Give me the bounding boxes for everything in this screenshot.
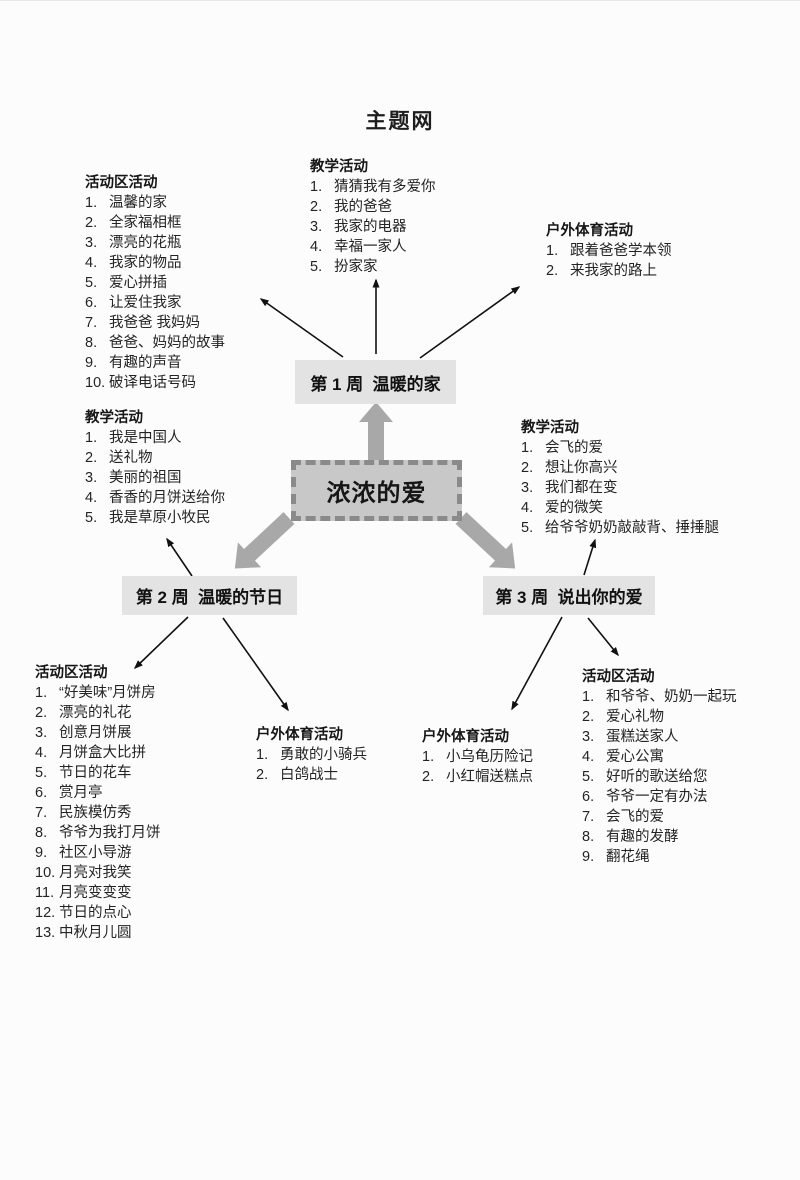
week1-area-activities-list: 活动区活动 温馨的家全家福相框漂亮的花瓶我家的物品爱心拼插让爱住我家我爸爸 我妈…: [85, 173, 225, 393]
list-item: 蛋糕送家人: [582, 727, 679, 747]
week2-outdoor-activities-list: 户外体育活动 勇敢的小骑兵白鸽战士: [256, 725, 367, 785]
list-item: 爱的微笑: [521, 498, 603, 518]
list-item: 月亮变变变: [35, 883, 132, 903]
list-item: 爱心拼插: [85, 273, 167, 293]
list-item: 翻花绳: [582, 847, 650, 867]
list-item: 节日的点心: [35, 903, 132, 923]
list-item: 中秋月儿圆: [35, 923, 132, 943]
list-item: 漂亮的礼花: [35, 703, 132, 723]
list-items: 我是中国人送礼物美丽的祖国香香的月饼送给你我是草原小牧民: [85, 428, 225, 528]
list-item: 赏月亭: [35, 783, 103, 803]
week3-teaching-activities-list: 教学活动 会飞的爱想让你高兴我们都在变爱的微笑给爷爷奶奶敲敲背、捶捶腿: [521, 418, 719, 538]
list-item: 让爱住我家: [85, 293, 182, 313]
list-items: “好美味”月饼房漂亮的礼花创意月饼展月饼盒大比拼节日的花车赏月亭民族模仿秀爷爷为…: [35, 683, 161, 943]
arrow-week3-to-area-list: [587, 617, 619, 657]
list-title: 活动区活动: [85, 175, 158, 191]
list-item: 月饼盒大比拼: [35, 743, 146, 763]
list-item: 节日的花车: [35, 763, 132, 783]
list-item: 小乌龟历险记: [422, 747, 533, 767]
list-items: 和爷爷、奶奶一起玩爱心礼物蛋糕送家人爱心公寓好听的歌送给您爷爷一定有办法会飞的爱…: [582, 687, 737, 867]
week2-area-activities-list: 活动区活动 “好美味”月饼房漂亮的礼花创意月饼展月饼盒大比拼节日的花车赏月亭民族…: [35, 663, 161, 943]
page-title: 主题网: [365, 110, 435, 133]
list-title: 教学活动: [521, 420, 579, 436]
list-item: 小红帽送糕点: [422, 767, 533, 787]
week2-box: 第 2 周 温暖的节日: [122, 576, 297, 615]
arrow-week3-to-teaching-list: [583, 538, 597, 576]
list-item: 会飞的爱: [582, 807, 664, 827]
arrow-week2-to-outdoor-list: [222, 617, 289, 712]
list-title: 户外体育活动: [546, 223, 633, 239]
list-item: 我是草原小牧民: [85, 508, 211, 528]
list-title: 户外体育活动: [422, 729, 509, 745]
list-item: 有趣的发酵: [582, 827, 679, 847]
list-item: 有趣的声音: [85, 353, 182, 373]
block-arrow-center-to-week1: [359, 402, 393, 460]
arrow-week2-to-area-list: [133, 616, 189, 670]
list-item: 我的爸爸: [310, 197, 392, 217]
list-item: 勇敢的小骑兵: [256, 745, 367, 765]
arrow-week2-to-teaching-list: [166, 537, 193, 577]
list-items: 跟着爸爸学本领来我家的路上: [546, 241, 672, 281]
list-item: 香香的月饼送给你: [85, 488, 225, 508]
list-item: 温馨的家: [85, 193, 167, 213]
arrow-week1-to-outdoor-list: [419, 286, 521, 359]
list-item: 美丽的祖国: [85, 468, 182, 488]
list-title: 活动区活动: [35, 665, 108, 681]
list-item: 好听的歌送给您: [582, 767, 708, 787]
list-item: 全家福相框: [85, 213, 182, 233]
list-item: 我爸爸 我妈妈: [85, 313, 201, 333]
list-item: “好美味”月饼房: [35, 683, 156, 703]
list-item: 破译电话号码: [85, 373, 196, 393]
week3-box: 第 3 周 说出你的爱: [483, 576, 655, 615]
list-item: 幸福一家人: [310, 237, 407, 257]
list-item: 创意月饼展: [35, 723, 132, 743]
list-item: 和爷爷、奶奶一起玩: [582, 687, 737, 707]
list-item: 我们都在变: [521, 478, 618, 498]
list-title: 教学活动: [85, 410, 143, 426]
list-items: 温馨的家全家福相框漂亮的花瓶我家的物品爱心拼插让爱住我家我爸爸 我妈妈爸爸、妈妈…: [85, 193, 225, 393]
list-item: 我家的电器: [310, 217, 407, 237]
list-item: 扮家家: [310, 257, 378, 277]
list-item: 给爷爷奶奶敲敲背、捶捶腿: [521, 518, 719, 538]
list-items: 会飞的爱想让你高兴我们都在变爱的微笑给爷爷奶奶敲敲背、捶捶腿: [521, 438, 719, 538]
week1-teaching-activities-list: 教学活动 猜猜我有多爱你我的爸爸我家的电器幸福一家人扮家家: [310, 157, 436, 277]
list-item: 爷爷一定有办法: [582, 787, 708, 807]
list-item: 白鸽战士: [256, 765, 338, 785]
list-item: 爱心礼物: [582, 707, 664, 727]
list-title: 户外体育活动: [256, 727, 343, 743]
list-item: 爸爸、妈妈的故事: [85, 333, 225, 353]
list-items: 小乌龟历险记小红帽送糕点: [422, 747, 533, 787]
list-items: 勇敢的小骑兵白鸽战士: [256, 745, 367, 785]
center-topic-box: 浓浓的爱: [291, 460, 462, 521]
list-item: 月亮对我笑: [35, 863, 132, 883]
week3-outdoor-activities-list: 户外体育活动 小乌龟历险记小红帽送糕点: [422, 727, 533, 787]
list-item: 我家的物品: [85, 253, 182, 273]
arrow-week3-to-outdoor-list: [511, 616, 563, 711]
week1-box: 第 1 周 温暖的家: [295, 360, 456, 404]
list-item: 社区小导游: [35, 843, 132, 863]
list-item: 会飞的爱: [521, 438, 603, 458]
arrow-week1-to-area-list: [259, 298, 344, 358]
list-items: 猜猜我有多爱你我的爸爸我家的电器幸福一家人扮家家: [310, 177, 436, 277]
list-item: 我是中国人: [85, 428, 182, 448]
list-title: 教学活动: [310, 159, 368, 175]
list-item: 猜猜我有多爱你: [310, 177, 436, 197]
list-item: 想让你高兴: [521, 458, 618, 478]
list-item: 民族模仿秀: [35, 803, 132, 823]
list-item: 漂亮的花瓶: [85, 233, 182, 253]
list-item: 送礼物: [85, 448, 153, 468]
week3-area-activities-list: 活动区活动 和爷爷、奶奶一起玩爱心礼物蛋糕送家人爱心公寓好听的歌送给您爷爷一定有…: [582, 667, 737, 867]
week1-outdoor-activities-list: 户外体育活动 跟着爸爸学本领来我家的路上: [546, 221, 672, 281]
list-item: 跟着爸爸学本领: [546, 241, 672, 261]
list-item: 来我家的路上: [546, 261, 657, 281]
list-item: 爷爷为我打月饼: [35, 823, 161, 843]
block-arrow-center-to-week2: [234, 512, 295, 569]
week2-teaching-activities-list: 教学活动 我是中国人送礼物美丽的祖国香香的月饼送给你我是草原小牧民: [85, 408, 225, 528]
list-title: 活动区活动: [582, 669, 655, 685]
list-item: 爱心公寓: [582, 747, 664, 767]
